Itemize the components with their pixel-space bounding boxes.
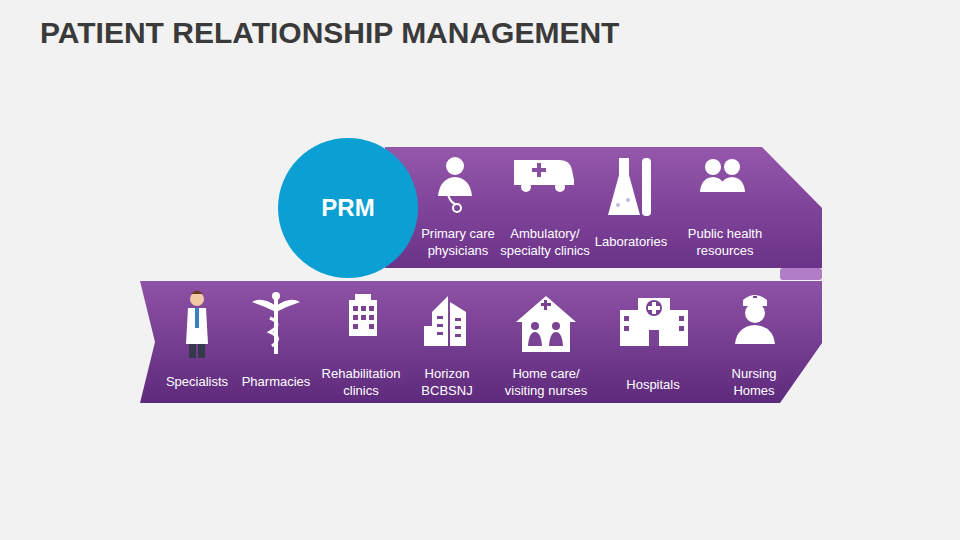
- doctor-figure-icon: [186, 291, 208, 359]
- service-band: SpecialistsPharmaciesRehabilitation clin…: [140, 281, 822, 403]
- service-label: Public health resources: [679, 225, 771, 259]
- service-item: Specialists: [154, 373, 240, 390]
- diagram-title: PATIENT RELATIONSHIP MANAGEMENT: [40, 16, 619, 50]
- service-item: Nursing Homes: [711, 365, 797, 399]
- service-label: Primary care physicians: [412, 225, 504, 259]
- service-label: Ambulatory/ specialty clinics: [499, 225, 591, 259]
- public-health-icon: [700, 159, 745, 192]
- service-item: Primary care physicians: [412, 225, 504, 259]
- band-joint: [778, 266, 822, 282]
- clinic-building-icon: [349, 294, 377, 336]
- prm-circle: PRM: [278, 138, 418, 278]
- service-item: Pharmacies: [233, 373, 319, 390]
- ambulance-icon: [514, 160, 574, 192]
- service-label: Hospitals: [610, 376, 696, 393]
- service-item: Hospitals: [610, 376, 696, 393]
- office-tower-icon: [424, 296, 466, 346]
- service-label: Nursing Homes: [711, 365, 797, 399]
- service-item: Laboratories: [585, 233, 677, 250]
- circle-label: PRM: [321, 194, 374, 222]
- home-care-icon: [516, 296, 576, 352]
- hospital-icon: [620, 298, 688, 346]
- service-item: Home care/ visiting nurses: [503, 365, 589, 399]
- service-item: Horizon BCBSNJ: [404, 365, 490, 399]
- caduceus-icon: [252, 292, 300, 354]
- service-item: Ambulatory/ specialty clinics: [499, 225, 591, 259]
- service-label: Laboratories: [585, 233, 677, 250]
- service-item: Rehabilitation clinics: [318, 365, 404, 399]
- service-band: Primary care physiciansAmbulatory/ speci…: [385, 147, 822, 268]
- physician-icon: [438, 157, 472, 212]
- service-label: Home care/ visiting nurses: [503, 365, 589, 399]
- lab-flask-icon: [608, 158, 651, 216]
- service-item: Public health resources: [679, 225, 771, 259]
- service-label: Specialists: [154, 373, 240, 390]
- nurse-icon: [735, 295, 775, 344]
- service-label: Rehabilitation clinics: [318, 365, 404, 399]
- service-label: Horizon BCBSNJ: [404, 365, 490, 399]
- service-label: Pharmacies: [233, 373, 319, 390]
